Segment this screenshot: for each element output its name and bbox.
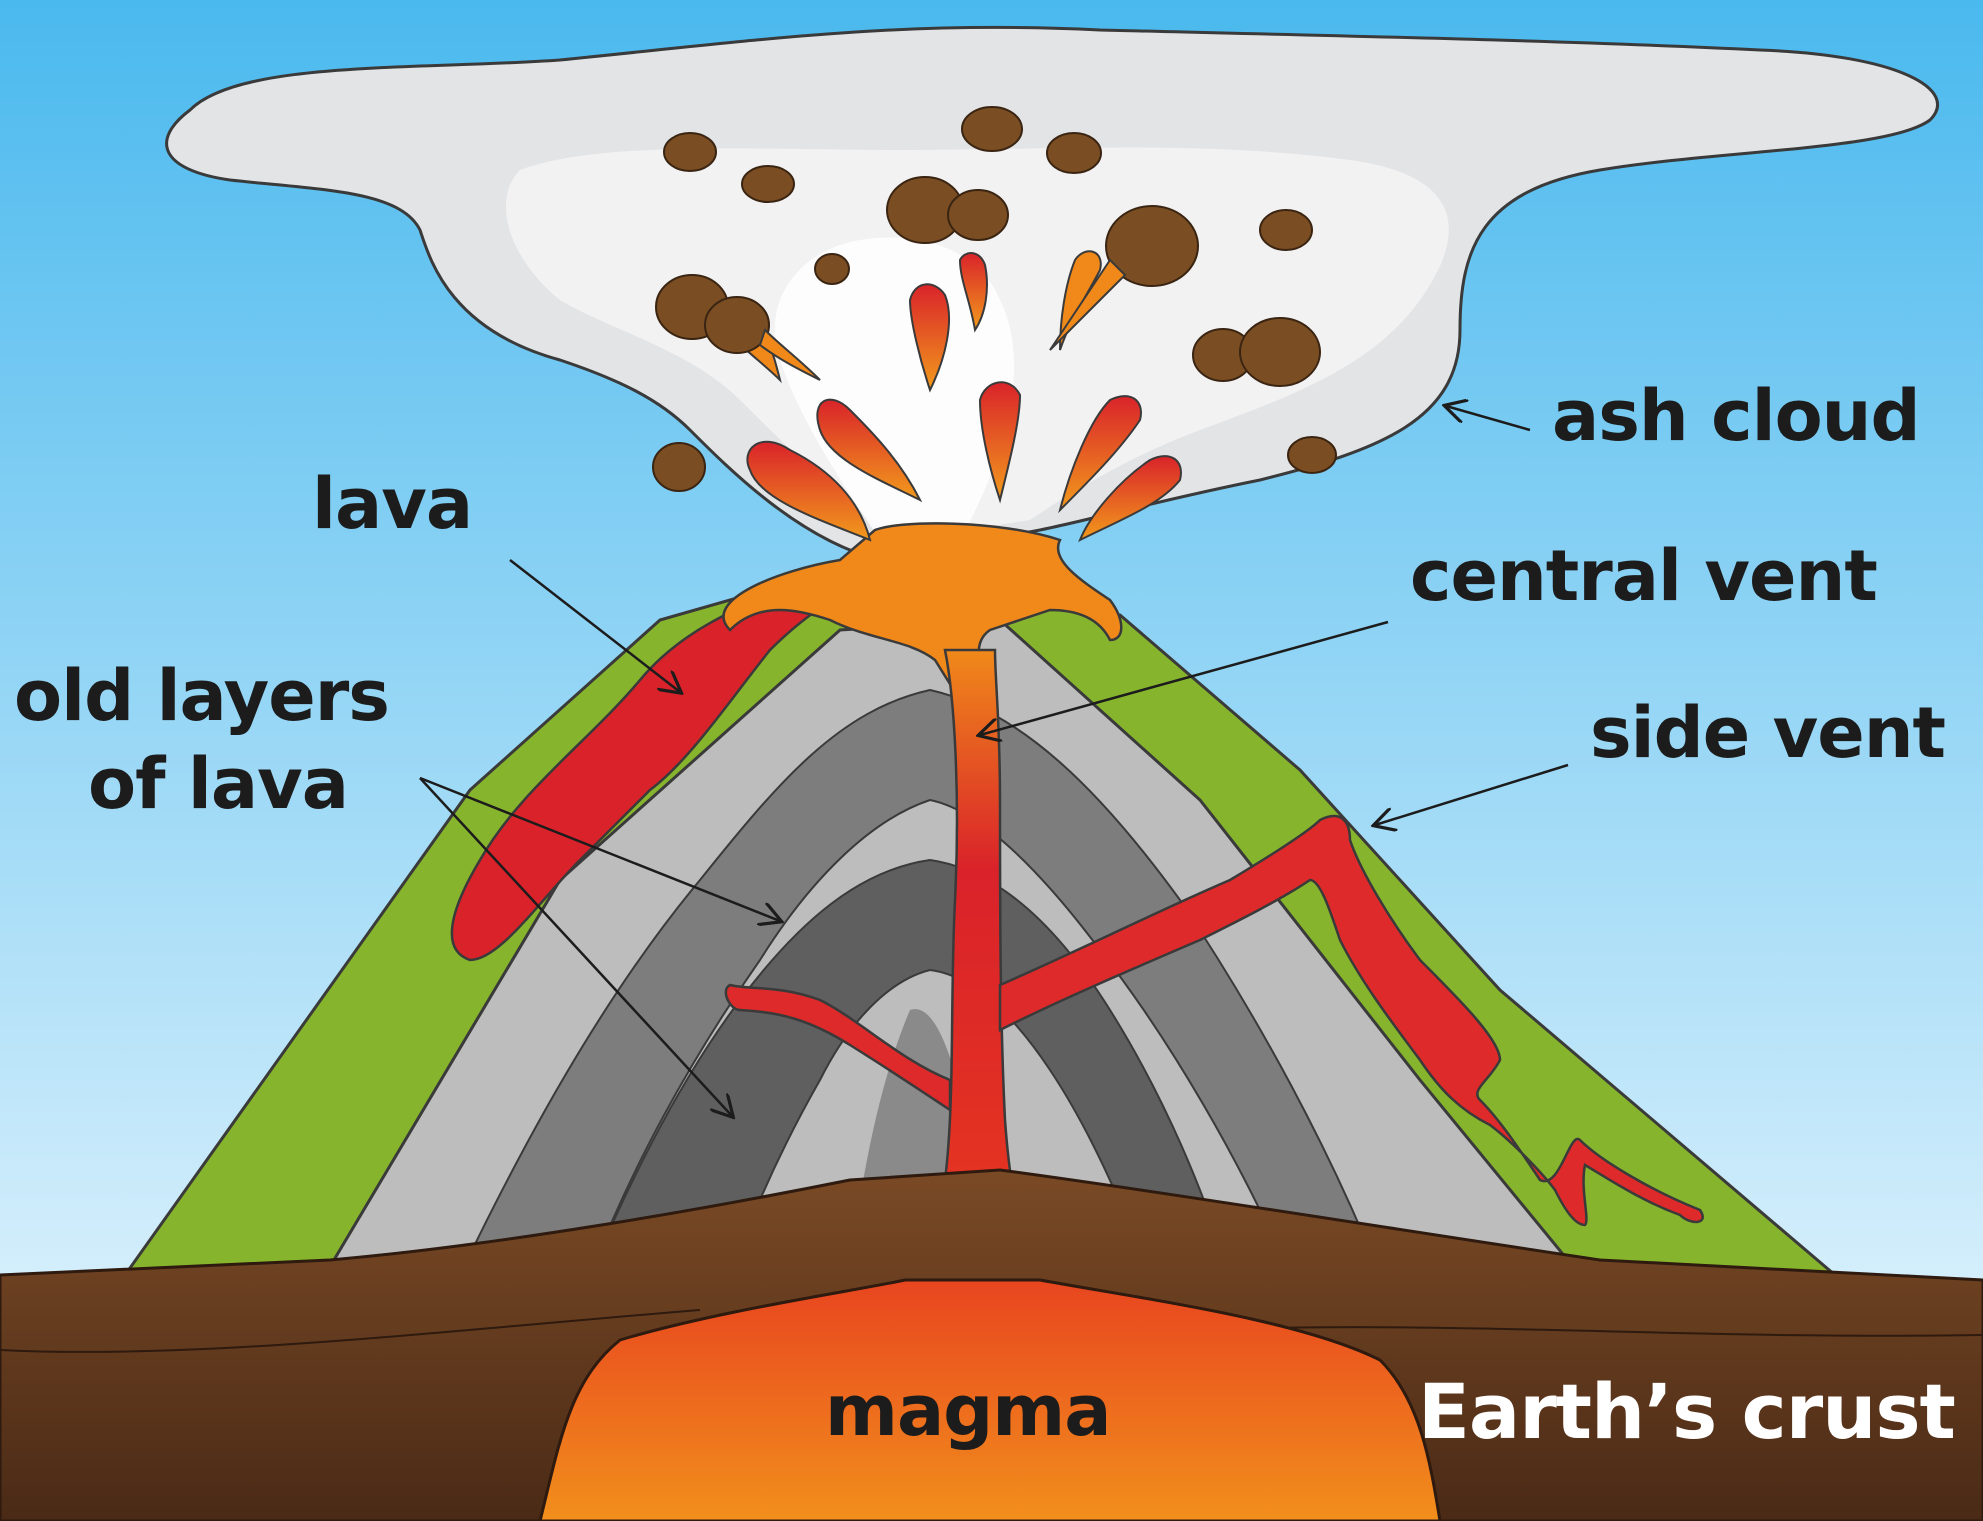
label-central-vent: central vent bbox=[1410, 540, 1877, 614]
rock bbox=[815, 254, 849, 284]
rock bbox=[653, 443, 705, 491]
rock bbox=[1047, 133, 1101, 173]
rock bbox=[1240, 318, 1320, 386]
rock bbox=[742, 166, 794, 202]
label-ash-cloud: ash cloud bbox=[1552, 380, 1920, 454]
rock bbox=[1260, 210, 1312, 250]
rock bbox=[664, 133, 716, 171]
label-magma: magma bbox=[825, 1375, 1110, 1449]
rock bbox=[948, 190, 1008, 240]
label-side-vent: side vent bbox=[1590, 697, 1945, 771]
label-lava: lava bbox=[312, 468, 472, 542]
label-earths-crust: Earth’s crust bbox=[1418, 1372, 1955, 1452]
rock bbox=[1288, 437, 1336, 473]
rock bbox=[962, 107, 1022, 151]
label-old-layers-line2: of lava bbox=[88, 748, 348, 822]
label-old-layers-line1: old layers bbox=[14, 660, 389, 734]
